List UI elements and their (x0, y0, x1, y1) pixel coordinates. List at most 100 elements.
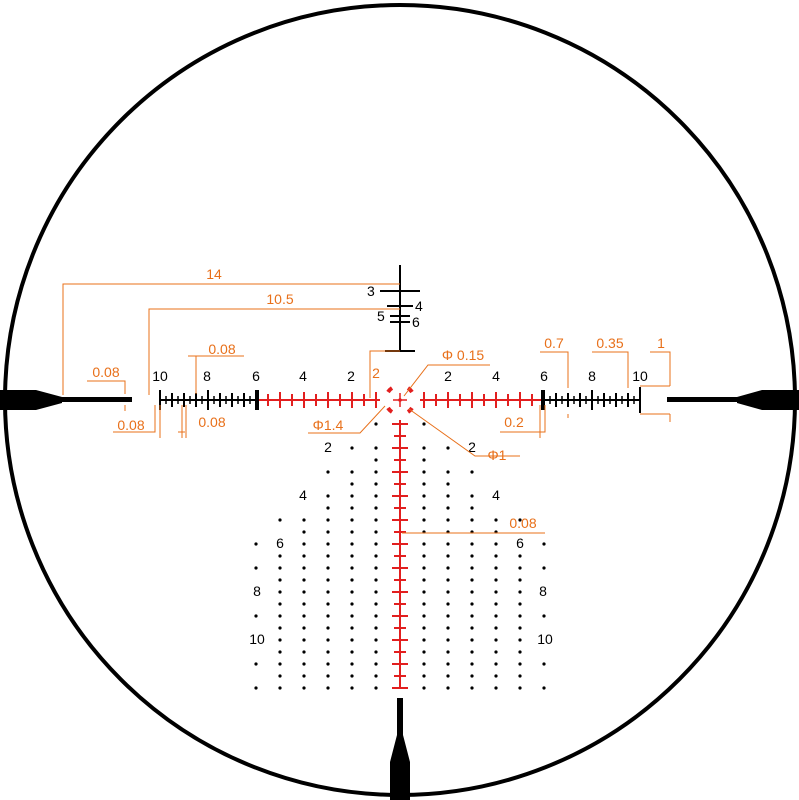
holdover-dot (326, 494, 330, 498)
holdover-dot (326, 674, 330, 678)
holdover-dot (518, 662, 522, 666)
holdover-dot (518, 590, 522, 594)
holdover-dot (326, 602, 330, 606)
holdover-dot (326, 686, 330, 690)
holdover-dot (518, 602, 522, 606)
right-thick-post (737, 390, 799, 410)
holdover-dot (278, 590, 282, 594)
holdover-dot (374, 542, 378, 546)
holdover-dot (374, 614, 378, 618)
holdover-dot (350, 482, 354, 486)
holdover-dot (422, 554, 426, 558)
holdover-dot (518, 554, 522, 558)
holdover-dot (374, 470, 378, 474)
holdover-dot (374, 602, 378, 606)
holdover-dot (422, 482, 426, 486)
holdover-dot (302, 614, 306, 618)
holdover-dot (326, 614, 330, 618)
dim-label-0-08-top: 0.08 (208, 341, 235, 357)
holdover-dot (494, 614, 498, 618)
holdover-dot (542, 686, 546, 690)
holdover-dot (422, 626, 426, 630)
h-label-right-6: 6 (540, 368, 548, 384)
holdover-dot (326, 590, 330, 594)
holdover-dot (446, 578, 450, 582)
top-label-4: 4 (415, 298, 423, 314)
holdover-dot (494, 518, 498, 522)
holdover-dot (278, 602, 282, 606)
right-post-line (667, 397, 739, 402)
holdover-dot (302, 530, 306, 534)
holdover-dot (422, 506, 426, 510)
holdover-dot (494, 590, 498, 594)
holdover-dot (374, 650, 378, 654)
holdover-dot (494, 674, 498, 678)
holdover-dot (518, 614, 522, 618)
holdover-dot (350, 590, 354, 594)
holdover-dot (470, 494, 474, 498)
holdover-dot (446, 602, 450, 606)
holdover-dot (518, 626, 522, 630)
holdover-dot (422, 650, 426, 654)
holdover-dot (350, 638, 354, 642)
left-black-ticks (159, 390, 257, 410)
dim-label-0-08-vertical: 0.08 (509, 515, 536, 531)
holdover-dot (350, 542, 354, 546)
holdover-dot (446, 470, 450, 474)
holdover-dot (470, 602, 474, 606)
holdover-dot (422, 662, 426, 666)
h-label-left-10: 10 (152, 368, 168, 384)
holdover-dot (470, 470, 474, 474)
dim-label-2: 2 (372, 365, 380, 381)
holdover-dot (374, 674, 378, 678)
holdover-dot (446, 554, 450, 558)
holdover-dot (422, 422, 426, 426)
side-left-2: 2 (324, 439, 332, 455)
holdover-dot (374, 494, 378, 498)
holdover-dot (422, 458, 426, 462)
holdover-dot (278, 686, 282, 690)
holdover-dot (494, 602, 498, 606)
holdover-dot (374, 422, 378, 426)
holdover-dot (302, 686, 306, 690)
holdover-dot (326, 566, 330, 570)
side-right-6: 6 (516, 535, 524, 551)
holdover-dot (254, 566, 258, 570)
holdover-dot (350, 650, 354, 654)
holdover-dot (446, 626, 450, 630)
holdover-dot (254, 662, 258, 666)
holdover-dot (446, 590, 450, 594)
h-label-left-6: 6 (252, 368, 260, 384)
holdover-dot (350, 674, 354, 678)
holdover-dot (422, 446, 426, 450)
dim-label-0-2: 0.2 (504, 414, 524, 430)
holdover-dot (374, 482, 378, 486)
holdover-dot (422, 674, 426, 678)
holdover-dot (374, 662, 378, 666)
holdover-dot (326, 662, 330, 666)
holdover-dot (446, 674, 450, 678)
holdover-dot (374, 578, 378, 582)
center-aiming-circle (386, 386, 414, 414)
holdover-dot (494, 554, 498, 558)
holdover-dot (518, 686, 522, 690)
holdover-dot (518, 566, 522, 570)
holdover-dot (278, 554, 282, 558)
holdover-dot (302, 554, 306, 558)
holdover-dot (542, 566, 546, 570)
holdover-dot (518, 518, 522, 522)
holdover-dot (374, 590, 378, 594)
holdover-dot (350, 554, 354, 558)
holdover-dot (470, 518, 474, 522)
holdover-dot (494, 578, 498, 582)
dim-label-0-08-b: 0.08 (198, 414, 225, 430)
holdover-dot (278, 578, 282, 582)
holdover-dot (470, 614, 474, 618)
side-left-10: 10 (249, 631, 265, 647)
holdover-dot (494, 638, 498, 642)
holdover-dot (518, 650, 522, 654)
holdover-dot (446, 566, 450, 570)
holdover-dot (254, 542, 258, 546)
holdover-dot (326, 650, 330, 654)
